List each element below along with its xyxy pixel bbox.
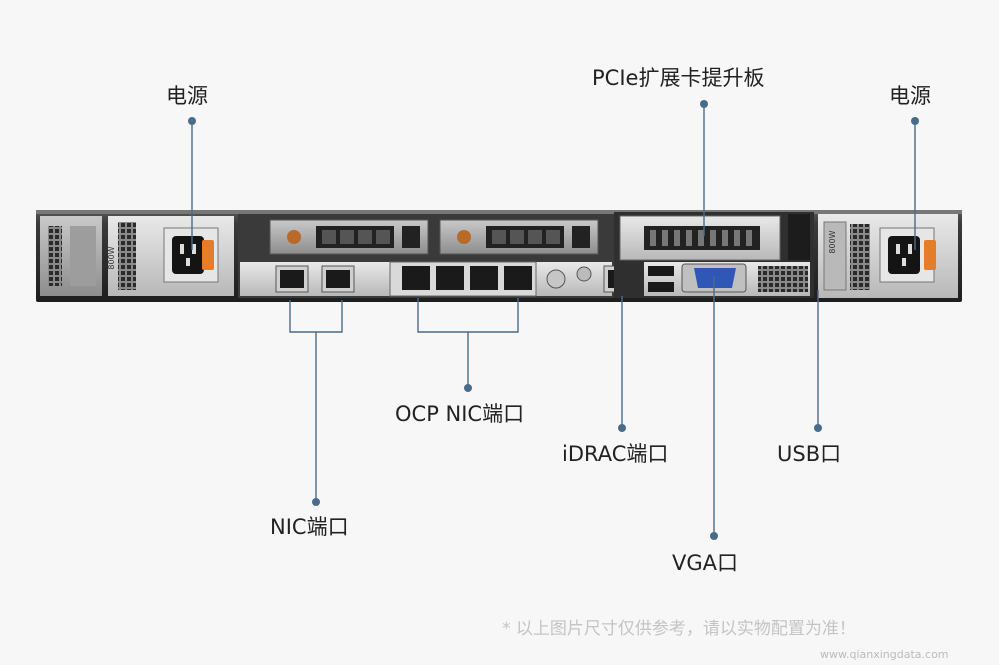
- label-usb: USB口: [777, 442, 842, 466]
- ocp-nic-ports: [389, 261, 537, 297]
- pcie-riser-slot: [619, 215, 781, 261]
- label-pcie-riser: PCIe扩展卡提升板: [592, 66, 765, 90]
- dot-vga: [710, 532, 718, 540]
- label-vga: VGA口: [672, 551, 739, 575]
- dot-psu-right: [911, 117, 919, 125]
- left-power-supply: [40, 216, 234, 296]
- label-psu-right: 电源: [889, 84, 931, 108]
- dot-psu-left: [188, 117, 196, 125]
- nic-ports: [275, 265, 355, 293]
- upper-slot-left: [269, 219, 429, 255]
- psu-rating-right: 800W: [828, 230, 837, 253]
- psu-rating-left: 800W: [107, 246, 116, 269]
- dot-nic: [312, 498, 320, 506]
- dot-pcie: [700, 100, 708, 108]
- disclaimer-note: * 以上图片尺寸仅供参考，请以实物配置为准！: [502, 619, 856, 639]
- dot-usb: [814, 424, 822, 432]
- usb-ports: [648, 266, 674, 292]
- label-ocp-nic: OCP NIC端口: [395, 402, 525, 426]
- label-psu-left: 电源: [166, 84, 208, 108]
- label-nic: NIC端口: [270, 515, 349, 539]
- label-idrac: iDRAC端口: [562, 442, 669, 466]
- watermark: www.qianxingdata.com: [820, 648, 949, 661]
- upper-slot-right: [439, 219, 599, 255]
- right-power-supply: [818, 214, 958, 298]
- dot-ocp: [464, 384, 472, 392]
- dot-idrac: [618, 424, 626, 432]
